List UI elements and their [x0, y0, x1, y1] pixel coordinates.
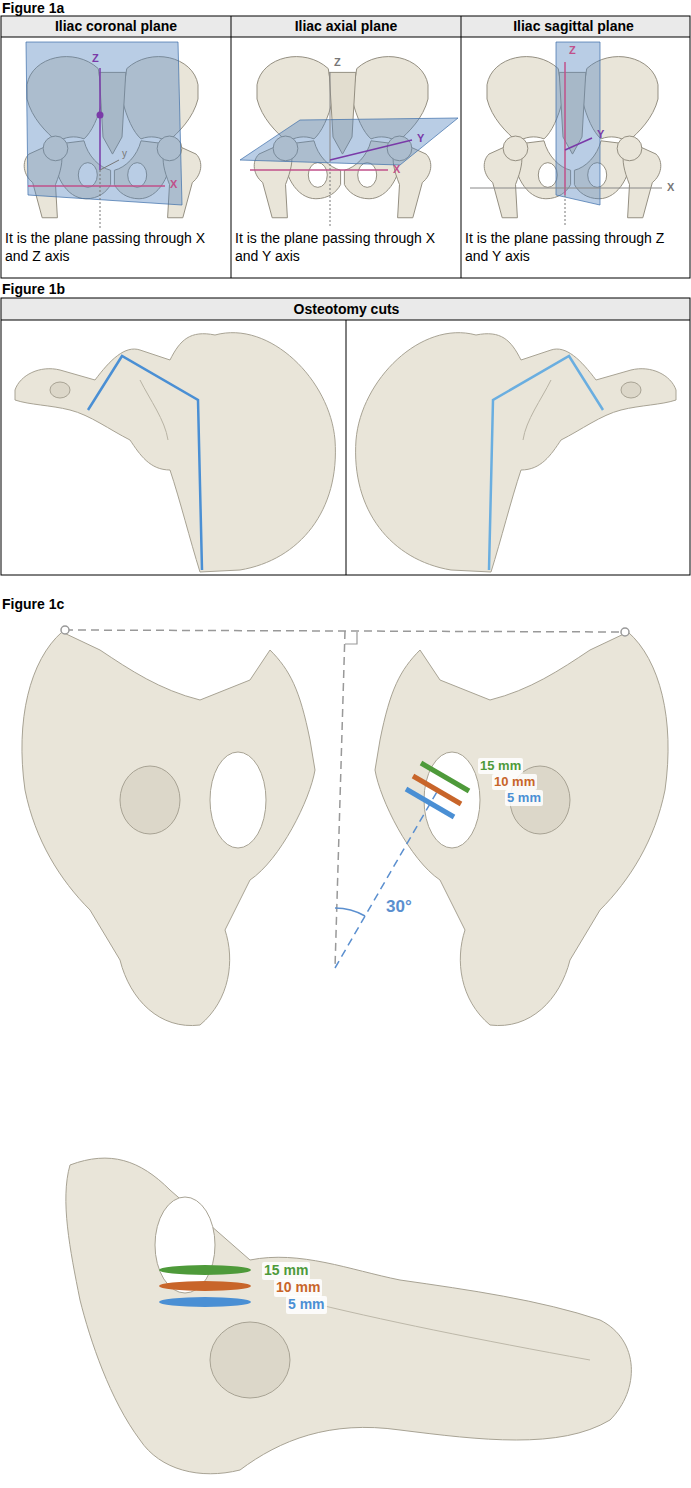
figure-label: Figure 1c	[2, 596, 64, 614]
figure-label: Figure 1a	[2, 0, 64, 18]
axis-label: Z	[569, 44, 576, 58]
axis-label: X	[393, 163, 400, 177]
column-header: Iliac coronal plane	[1, 18, 231, 36]
column-header: Osteotomy cuts	[2, 301, 691, 319]
dimension-label: 15 mm	[262, 1262, 310, 1280]
axis-label: Y	[417, 132, 424, 146]
axis-label: X	[667, 181, 674, 195]
description-text: It is the plane passing through X and Y …	[235, 230, 457, 265]
dimension-label: 15 mm	[478, 758, 523, 774]
description-text: It is the plane passing through Z and Y …	[465, 230, 687, 265]
column-header: Iliac sagittal plane	[459, 18, 688, 36]
axis-label: Z	[92, 52, 99, 66]
axis-label: Y	[597, 128, 604, 142]
axis-label: Z	[334, 56, 341, 70]
description-text: It is the plane passing through X and Z …	[5, 230, 227, 265]
dimension-label: 5 mm	[286, 1296, 327, 1314]
dimension-label: 5 mm	[505, 790, 543, 806]
dimension-label: 10 mm	[492, 774, 537, 790]
axis-label: y	[122, 148, 127, 161]
figure-label: Figure 1b	[2, 281, 65, 299]
column-header: Iliac axial plane	[231, 18, 461, 36]
dimension-label: 10 mm	[274, 1279, 322, 1297]
angle-label: 30°	[384, 896, 414, 917]
axis-label: X	[170, 178, 177, 192]
